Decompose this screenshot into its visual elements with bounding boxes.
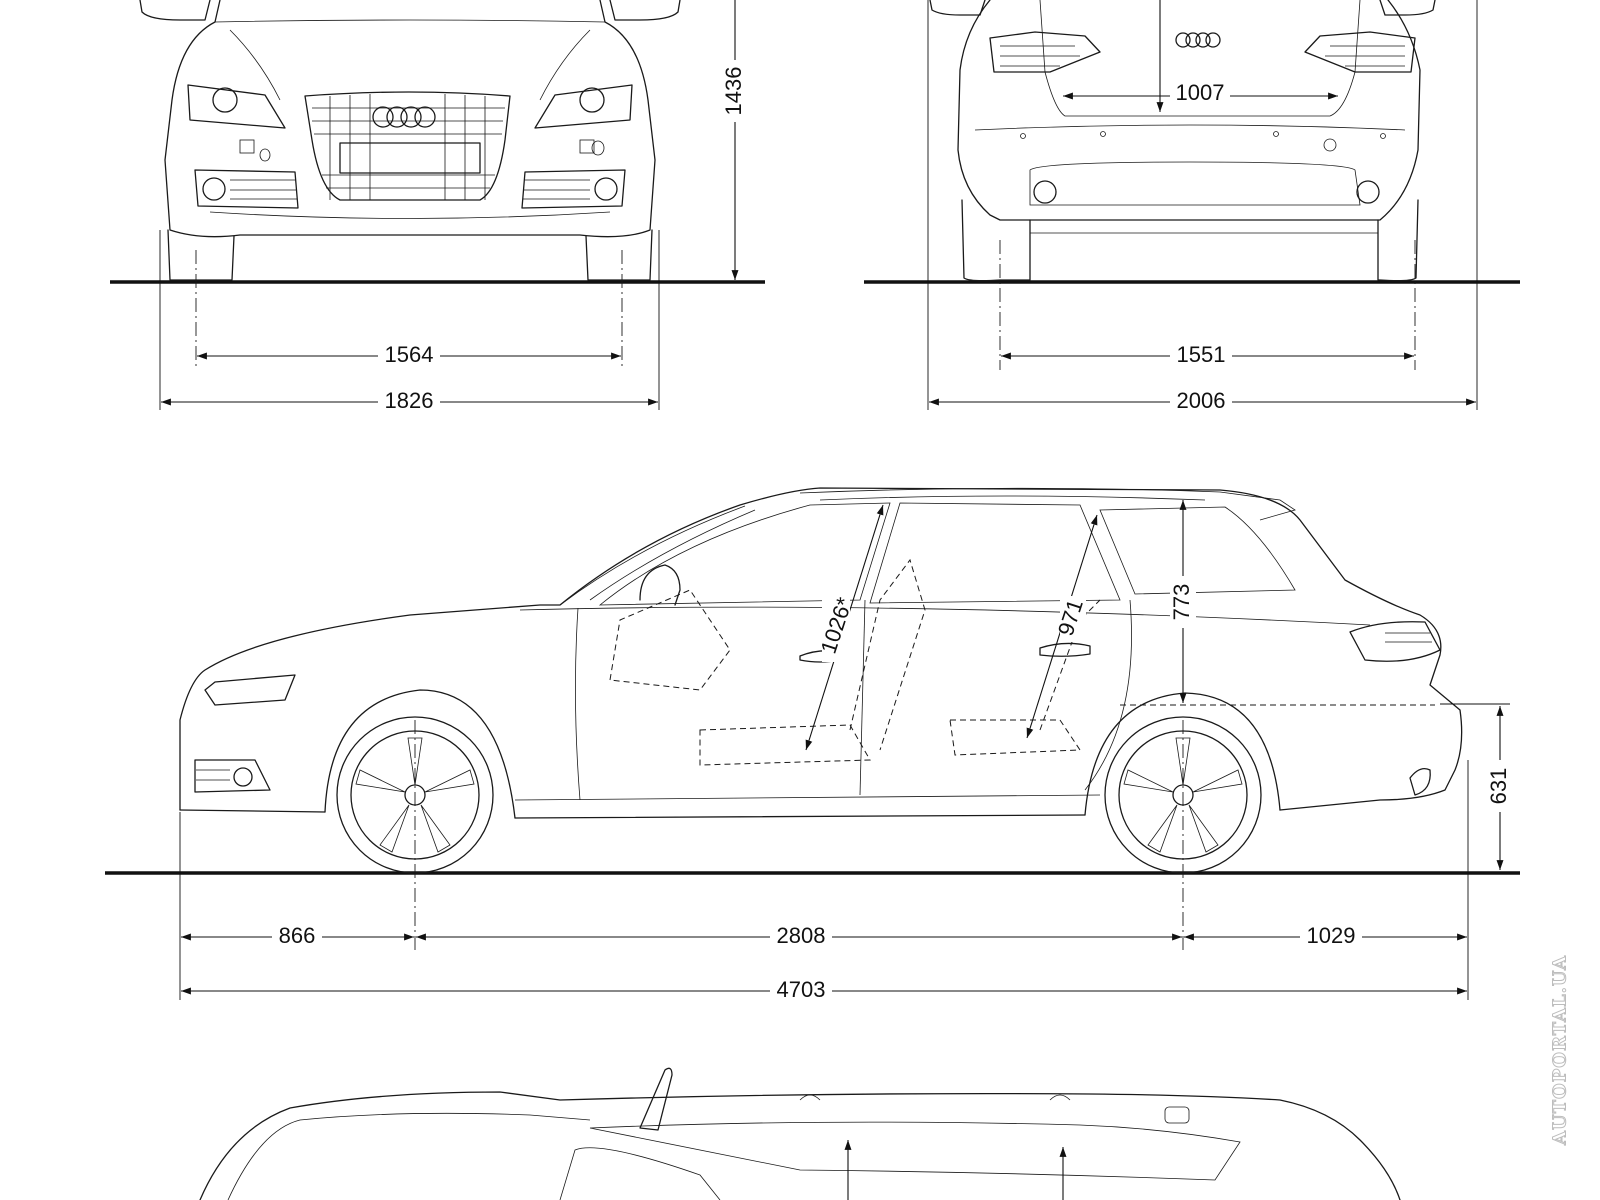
rear-right-mirror xyxy=(1379,0,1436,16)
side-foglamp xyxy=(194,759,271,793)
dim-rear-track: 1551 xyxy=(1177,342,1226,367)
watermark: AUTOPORTAL.UA xyxy=(1540,940,1580,1160)
side-headlight xyxy=(204,674,296,706)
dim-wheelbase: 2808 xyxy=(777,923,826,948)
front-left-tire xyxy=(167,229,235,281)
rear-left-mirror xyxy=(929,0,986,16)
rear-body-outline xyxy=(957,0,1421,221)
front-view: 1436 1564 1826 xyxy=(110,0,765,416)
top-antenna xyxy=(639,1067,673,1131)
side-rear-seat-ghost xyxy=(949,719,1081,756)
rear-diffuser xyxy=(1029,161,1361,206)
front-left-headlight xyxy=(187,84,286,129)
dim-overall-length: 4703 xyxy=(777,977,826,1002)
rear-audi-rings-icon xyxy=(1175,32,1221,48)
dim-rear-trunk-opening-width: 1007 xyxy=(1176,80,1225,105)
side-quarter-window xyxy=(1099,506,1296,595)
dim-front-overhang: 866 xyxy=(279,923,316,948)
top-roof-rail-mount-rear xyxy=(1049,1094,1071,1101)
side-rear-wheel-arch xyxy=(1084,692,1281,816)
side-b-pillar-line xyxy=(859,599,866,796)
top-view xyxy=(199,1067,1401,1200)
dim-width-with-mirrors: 2006 xyxy=(1177,388,1226,413)
side-rear-door-edge xyxy=(1084,599,1132,791)
dim-trunk-opening-height: 773 xyxy=(1169,584,1194,621)
side-front-door-edge xyxy=(575,607,581,801)
rear-left-taillight xyxy=(989,31,1101,73)
dim-rear-overhang: 1029 xyxy=(1307,923,1356,948)
top-body-outline xyxy=(199,1091,1401,1200)
dim-front-width: 1826 xyxy=(385,388,434,413)
top-sunroof-glass xyxy=(589,1121,1241,1181)
side-sill xyxy=(514,814,1086,819)
side-exhaust xyxy=(1409,767,1431,796)
front-right-foglamp xyxy=(521,169,626,209)
watermark-text: AUTOPORTAL.UA xyxy=(1549,954,1571,1146)
rear-right-taillight xyxy=(1304,31,1416,73)
side-view: 1026* 971 773 631 866 2808 1029 4703 xyxy=(105,487,1520,1005)
side-rear-door-handle xyxy=(1039,642,1091,657)
front-right-tire xyxy=(585,229,653,281)
side-front-window xyxy=(598,502,891,606)
side-front-bumper-bottom xyxy=(179,809,326,813)
front-left-foglamp xyxy=(194,169,299,209)
rear-right-exhaust xyxy=(1356,180,1380,204)
rear-view: 1007 1551 2006 xyxy=(864,0,1520,416)
dim-loading-sill-height: 631 xyxy=(1486,768,1511,805)
rear-right-tire xyxy=(1377,199,1419,282)
rear-left-tire xyxy=(961,199,1031,282)
front-left-mirror xyxy=(139,0,211,21)
front-right-headlight xyxy=(534,84,633,129)
side-front-seat-ghost xyxy=(699,724,871,766)
front-grille xyxy=(304,91,511,201)
side-taillight xyxy=(1349,621,1441,662)
dim-front-height: 1436 xyxy=(721,67,746,116)
side-body-outline xyxy=(179,487,1463,811)
side-rear-door-window xyxy=(869,502,1121,604)
front-body-outline xyxy=(164,0,656,238)
top-roof-rail-mount-front xyxy=(799,1094,821,1101)
front-right-mirror xyxy=(609,0,681,21)
rear-trunk-opening xyxy=(1039,0,1361,117)
front-audi-rings-icon xyxy=(372,106,436,128)
dim-front-headroom: 1026* xyxy=(816,594,858,657)
rear-left-exhaust xyxy=(1033,180,1057,204)
side-mirror xyxy=(639,564,681,606)
side-front-wheel-arch xyxy=(324,689,516,819)
side-steering-wheel-ghost xyxy=(609,589,731,691)
dim-front-track: 1564 xyxy=(385,342,434,367)
front-license-plate xyxy=(339,142,481,174)
